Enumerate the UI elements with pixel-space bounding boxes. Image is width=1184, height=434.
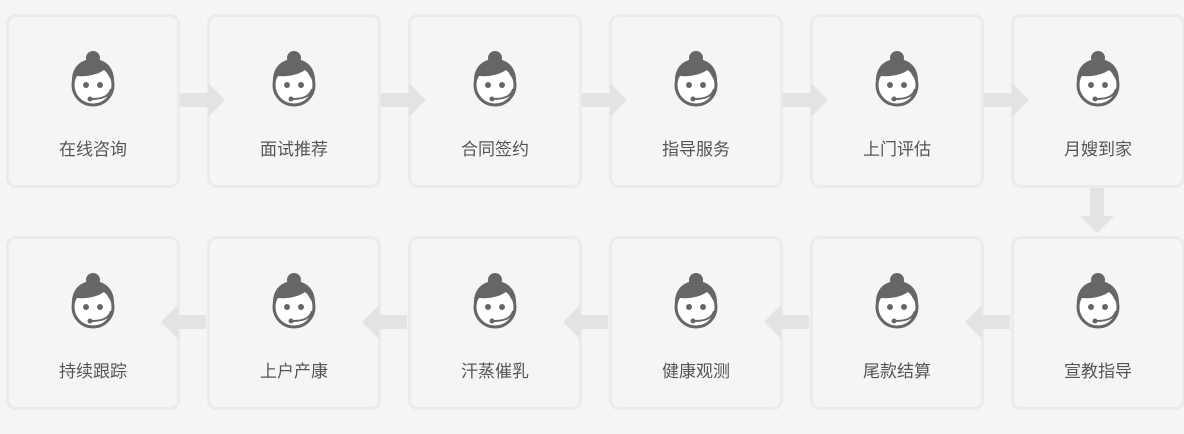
step-card-3: 合同签约: [408, 14, 582, 188]
customer-service-agent-icon: [272, 51, 316, 107]
customer-service-agent-icon: [674, 51, 718, 107]
step-card-2: 面试推荐: [207, 14, 381, 188]
step-card-12: 持续跟踪: [6, 236, 180, 410]
step-label: 上户产康: [260, 362, 328, 382]
customer-service-agent-icon: [71, 273, 115, 329]
step-card-8: 尾款结算: [810, 236, 984, 410]
step-card-1: 在线咨询: [6, 14, 180, 188]
step-card-10: 汗蒸催乳: [408, 236, 582, 410]
step-label: 尾款结算: [863, 362, 931, 382]
arrow-left-icon: [563, 305, 608, 339]
step-card-7: 宣教指导: [1011, 236, 1184, 410]
customer-service-agent-icon: [875, 273, 919, 329]
customer-service-agent-icon: [71, 51, 115, 107]
step-label: 宣教指导: [1064, 362, 1132, 382]
step-label: 汗蒸催乳: [461, 362, 529, 382]
customer-service-agent-icon: [272, 273, 316, 329]
step-label: 面试推荐: [260, 140, 328, 160]
customer-service-agent-icon: [473, 273, 517, 329]
step-label: 健康观测: [662, 362, 730, 382]
step-label: 月嫂到家: [1064, 140, 1132, 160]
arrow-left-icon: [362, 305, 407, 339]
arrow-right-icon: [180, 83, 225, 117]
step-card-5: 上门评估: [810, 14, 984, 188]
arrow-right-icon: [984, 83, 1029, 117]
step-label: 在线咨询: [59, 140, 127, 160]
step-label: 持续跟踪: [59, 362, 127, 382]
step-card-9: 健康观测: [609, 236, 783, 410]
arrow-right-icon: [582, 83, 627, 117]
arrow-left-icon: [161, 305, 206, 339]
arrow-left-icon: [764, 305, 809, 339]
arrow-right-icon: [783, 83, 828, 117]
step-label: 指导服务: [662, 140, 730, 160]
customer-service-agent-icon: [473, 51, 517, 107]
step-card-11: 上户产康: [207, 236, 381, 410]
step-card-6: 月嫂到家: [1011, 14, 1184, 188]
step-label: 合同签约: [461, 140, 529, 160]
step-card-4: 指导服务: [609, 14, 783, 188]
customer-service-agent-icon: [1076, 273, 1120, 329]
customer-service-agent-icon: [1076, 51, 1120, 107]
customer-service-agent-icon: [875, 51, 919, 107]
arrow-right-icon: [381, 83, 426, 117]
arrow-left-icon: [965, 305, 1010, 339]
step-label: 上门评估: [863, 140, 931, 160]
arrow-down-icon: [1080, 188, 1114, 233]
customer-service-agent-icon: [674, 273, 718, 329]
